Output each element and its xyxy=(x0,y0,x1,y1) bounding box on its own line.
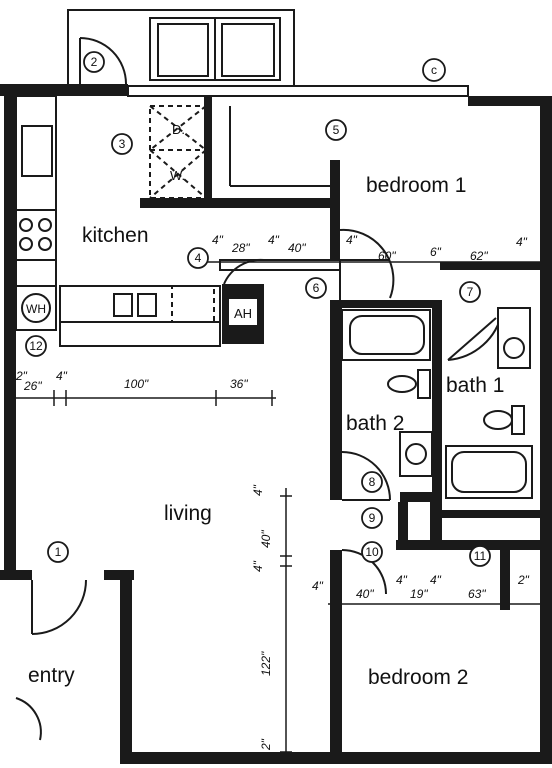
dim-top-5: 4" xyxy=(346,233,358,247)
dim-vert-2: 40" xyxy=(259,530,273,548)
room-label-bath-2: bath 2 xyxy=(346,412,404,435)
svg-text:2: 2 xyxy=(91,55,98,69)
svg-text:12: 12 xyxy=(29,339,43,353)
dim-bot-2: 40" xyxy=(356,587,374,601)
svg-text:1: 1 xyxy=(55,545,62,559)
water-heater-label: WH xyxy=(26,302,46,316)
svg-text:c: c xyxy=(431,63,437,77)
tag-c: c xyxy=(422,58,446,82)
porch xyxy=(67,9,295,89)
room-label-bath-1: bath 1 xyxy=(446,374,504,397)
tags: c 2 3 5 4 6 7 12 xyxy=(25,51,491,567)
svg-text:4: 4 xyxy=(195,251,202,265)
washer-label: W. xyxy=(170,168,185,183)
dim-top-1: 4" xyxy=(212,233,224,247)
dim-bot-7: 2" xyxy=(517,573,530,587)
tag-5: 5 xyxy=(325,119,347,141)
dim-bot-6: 63" xyxy=(468,587,486,601)
tag-8: 8 xyxy=(361,471,383,493)
svg-text:11: 11 xyxy=(474,549,487,563)
vertical-dimensions: 4" 40" 4" 122" 2" xyxy=(251,484,273,751)
dim-mid-1: 2" xyxy=(15,369,28,383)
room-label-living: living xyxy=(164,502,212,525)
svg-text:9: 9 xyxy=(369,511,376,525)
dim-top-3: 4" xyxy=(268,233,280,247)
dim-vert-4: 122" xyxy=(259,651,273,676)
dim-bot-5: 4" xyxy=(430,573,442,587)
svg-text:8: 8 xyxy=(369,475,376,489)
bath-fixtures xyxy=(341,307,533,499)
tag-1: 1 xyxy=(47,541,69,563)
bottom-dimensions: 4" 40" 4" 19" 4" 63" 2" xyxy=(312,573,530,601)
svg-text:3: 3 xyxy=(119,137,126,151)
dim-bot-3: 4" xyxy=(396,573,408,587)
dryer-label: D. xyxy=(172,122,185,137)
tag-10: 10 xyxy=(361,541,383,563)
water-heater: WH xyxy=(15,285,57,331)
svg-text:7: 7 xyxy=(467,285,474,299)
tag-3: 3 xyxy=(111,133,133,155)
svg-text:6: 6 xyxy=(313,281,320,295)
dim-bot-1: 4" xyxy=(312,579,324,593)
interior-walls xyxy=(140,96,540,760)
tag-9: 9 xyxy=(361,507,383,529)
air-handler: AH xyxy=(222,258,265,344)
dim-top-6: 60" xyxy=(378,249,396,263)
tag-2: 2 xyxy=(83,51,105,73)
dim-top-8: 62" xyxy=(470,249,488,263)
dim-top-2: 28" xyxy=(231,241,250,255)
room-label-kitchen: kitchen xyxy=(82,224,149,247)
dim-mid-2: 26" xyxy=(23,379,42,393)
tag-11: 11 xyxy=(469,545,491,567)
tag-12: 12 xyxy=(25,335,47,357)
dim-mid-3: 4" xyxy=(56,369,68,383)
dim-vert-3: 4" xyxy=(251,560,265,572)
dim-top-9: 4" xyxy=(516,235,528,249)
room-label-bedroom-2: bedroom 2 xyxy=(368,666,468,689)
top-dimensions: 4" 28" 4" 40" 4" 60" 6" 62" 4" xyxy=(212,233,528,263)
air-handler-label: AH xyxy=(234,306,252,321)
svg-text:10: 10 xyxy=(365,545,379,559)
tag-7: 7 xyxy=(459,281,481,303)
room-label-bedroom-1: bedroom 1 xyxy=(366,174,466,197)
dim-vert-1: 4" xyxy=(251,484,265,496)
exterior-walls xyxy=(0,84,552,764)
dim-vert-5: 2" xyxy=(259,738,273,751)
dim-top-7: 6" xyxy=(430,245,442,259)
tag-4: 4 xyxy=(187,247,209,269)
tag-6: 6 xyxy=(305,277,327,299)
middle-dimensions: 2" 26" 4" 100" 36" xyxy=(15,369,248,393)
dim-top-4: 40" xyxy=(288,241,306,255)
room-labels: bedroom 1 kitchen bath 1 bath 2 living e… xyxy=(28,174,504,689)
room-label-entry: entry xyxy=(28,664,75,687)
dim-mid-4: 100" xyxy=(124,377,149,391)
dim-bot-4: 19" xyxy=(410,587,428,601)
dimension-lines xyxy=(16,261,540,760)
laundry-closet: D. W. xyxy=(149,105,207,199)
svg-text:5: 5 xyxy=(333,123,340,137)
dim-mid-5: 36" xyxy=(230,377,248,391)
